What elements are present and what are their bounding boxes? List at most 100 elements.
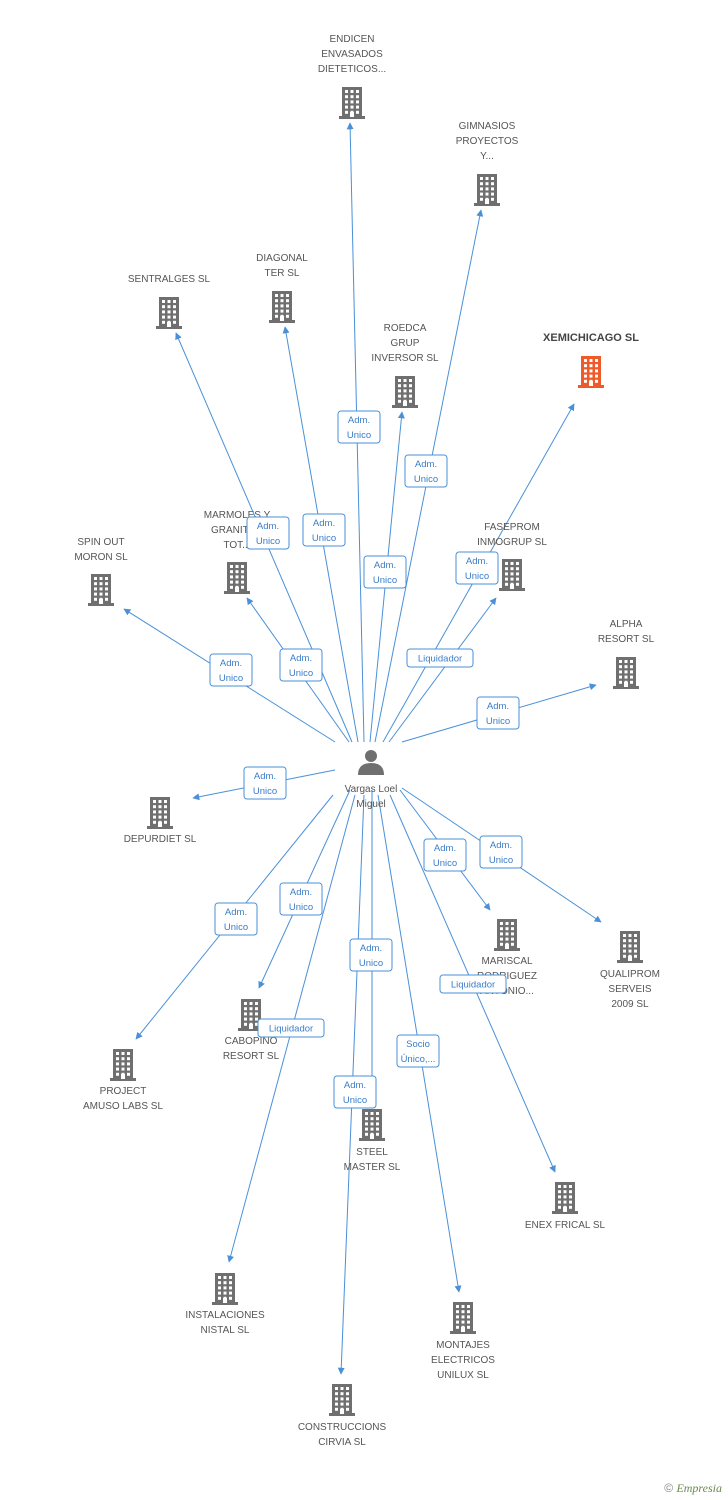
building-icon bbox=[359, 1109, 385, 1141]
company-name-line: ROEDCA bbox=[384, 323, 427, 334]
company-node-endicen[interactable]: ENDICENENVASADOSDIETETICOS... bbox=[318, 34, 386, 119]
building-icon bbox=[578, 356, 604, 388]
edge-role-label-alpha[interactable]: Adm.Unico bbox=[476, 696, 520, 730]
company-name-line: RODRIGUEZ bbox=[477, 971, 537, 982]
person-name-line2: Miguel bbox=[356, 799, 385, 810]
person-name-line1: Vargas Loel bbox=[345, 784, 398, 795]
edge-role-label-steel[interactable]: Adm.Unico bbox=[349, 938, 393, 972]
edge-role-label-spinout[interactable]: Adm.Unico bbox=[209, 653, 253, 687]
company-name-line: STEEL bbox=[356, 1147, 388, 1158]
edge-role-text: Unico bbox=[289, 668, 313, 679]
building-icon bbox=[499, 559, 525, 591]
edge-role-text: Unico bbox=[414, 474, 438, 485]
company-node-sentralges[interactable]: SENTRALGES SL bbox=[128, 274, 211, 329]
company-name-line: ALPHA bbox=[610, 619, 643, 630]
company-node-instalaciones[interactable]: INSTALACIONES NISTAL SL bbox=[185, 1273, 265, 1336]
edge-faseprom bbox=[388, 597, 497, 743]
edge-role-text: Unico bbox=[256, 536, 280, 547]
edge-role-label-sentralges[interactable]: Adm.Unico bbox=[246, 516, 290, 550]
building-icon bbox=[613, 657, 639, 689]
building-icon bbox=[329, 1384, 355, 1416]
edge-role-label-enex[interactable]: Liquidador bbox=[439, 974, 507, 994]
edge-role-label-depurdiet[interactable]: Adm.Unico bbox=[243, 766, 287, 800]
edge-role-label-mariscal[interactable]: Adm. Unico bbox=[423, 838, 467, 872]
edge-role-label-cabopino[interactable]: Adm. Unico bbox=[279, 882, 323, 916]
company-name-line: GRANITOS bbox=[211, 525, 263, 536]
edge-role-text: Liquidador bbox=[451, 980, 495, 991]
company-name-line: SPIN OUT bbox=[77, 537, 124, 548]
company-name-line: ENEX FRICAL SL bbox=[525, 1220, 606, 1231]
edge-role-label-faseprom[interactable]: Liquidador bbox=[406, 648, 474, 668]
edge-role-text: Adm. bbox=[348, 415, 370, 426]
company-name-line: NISTAL SL bbox=[201, 1325, 250, 1336]
company-name-line: ELECTRICOS bbox=[431, 1355, 495, 1366]
company-name-line: ANTONIO... bbox=[480, 986, 534, 997]
company-name-line: DEPURDIET SL bbox=[124, 834, 197, 845]
building-icon bbox=[392, 376, 418, 408]
building-icon bbox=[212, 1273, 238, 1305]
edge-role-label-gimnasios[interactable]: Adm. Unico bbox=[404, 454, 448, 488]
edge-role-text: Unico bbox=[359, 958, 383, 969]
company-node-mariscal[interactable]: MARISCAL RODRIGUEZ ANTONIO... bbox=[477, 919, 537, 997]
edge-role-label-marmoles[interactable]: Adm. Unico bbox=[279, 648, 323, 682]
company-name-line: INVERSOR SL bbox=[371, 353, 439, 364]
edge-role-text: Adm. bbox=[290, 887, 312, 898]
edge-role-text: Adm. bbox=[290, 653, 312, 664]
company-node-gimnasios[interactable]: GIMNASIOSPROYECTOSY... bbox=[456, 121, 519, 206]
company-name-line: CONSTRUCCIONS bbox=[298, 1422, 387, 1433]
company-name-line: PROJECT bbox=[100, 1086, 147, 1097]
edge-role-label-project[interactable]: Adm.Unico bbox=[214, 902, 258, 936]
edge-role-text: Adm. bbox=[344, 1080, 366, 1091]
edge-role-text: Liquidador bbox=[418, 654, 462, 665]
company-name-line: ENVASADOS bbox=[321, 49, 383, 60]
edge-role-text: Adm. bbox=[415, 459, 437, 470]
edge-role-text: Unico bbox=[312, 533, 336, 544]
building-icon bbox=[494, 919, 520, 951]
building-icon bbox=[238, 999, 264, 1031]
company-name-line: CIRVIA SL bbox=[318, 1437, 366, 1448]
edge-role-text: Adm. bbox=[434, 843, 456, 854]
edge-role-label-diagonal[interactable]: Adm. Unico bbox=[302, 513, 346, 547]
edge-role-text: Adm. bbox=[313, 518, 335, 529]
edge-role-text: Único,... bbox=[401, 1054, 436, 1065]
edge-role-label-construccions[interactable]: Adm. Unico bbox=[333, 1075, 377, 1109]
brand-logo-text: Empresia bbox=[676, 1481, 722, 1495]
edge-role-label-montajes[interactable]: SocioÚnico,... bbox=[396, 1034, 440, 1068]
company-node-roedca[interactable]: ROEDCA GRUP INVERSOR SL bbox=[371, 323, 439, 408]
company-node-steel[interactable]: STEEL MASTER SL bbox=[344, 1109, 401, 1173]
company-node-construccions[interactable]: CONSTRUCCIONS CIRVIA SL bbox=[298, 1384, 387, 1448]
edge-role-text: Unico bbox=[489, 855, 513, 866]
edge-role-label-roedca[interactable]: Adm.Unico bbox=[363, 555, 407, 589]
company-node-xemichicago[interactable]: XEMICHICAGO SL bbox=[543, 332, 639, 388]
company-name-line: MARISCAL bbox=[481, 956, 533, 967]
edge-role-text: Socio bbox=[406, 1039, 430, 1050]
company-node-depurdiet[interactable]: DEPURDIET SL bbox=[124, 797, 197, 845]
building-icon bbox=[224, 562, 250, 594]
person-icon bbox=[358, 750, 384, 775]
edge-role-text: Unico bbox=[253, 786, 277, 797]
company-node-enex[interactable]: ENEX FRICAL SL bbox=[525, 1182, 606, 1231]
edge-role-text: Liquidador bbox=[269, 1024, 313, 1035]
edge-role-text: Adm. bbox=[225, 907, 247, 918]
edge-role-label-endicen[interactable]: Adm.Unico bbox=[337, 410, 381, 444]
company-name-line: INSTALACIONES bbox=[185, 1310, 265, 1321]
edge-role-label-xemichicago[interactable]: Adm.Unico bbox=[455, 551, 499, 585]
company-name-line: TOT... bbox=[223, 540, 250, 551]
company-name-line: MASTER SL bbox=[344, 1162, 401, 1173]
edge-role-label-qualiprom[interactable]: Adm.Unico bbox=[479, 835, 523, 869]
edge-role-text: Unico bbox=[343, 1095, 367, 1106]
company-node-marmoles[interactable]: MARMOLES YGRANITOSTOT... bbox=[204, 510, 271, 594]
edge-role-label-instalaciones[interactable]: Liquidador bbox=[257, 1018, 325, 1038]
edge-role-text: Unico bbox=[289, 902, 313, 913]
edge-role-text: Unico bbox=[433, 858, 457, 869]
company-name-line: GRUP bbox=[391, 338, 420, 349]
